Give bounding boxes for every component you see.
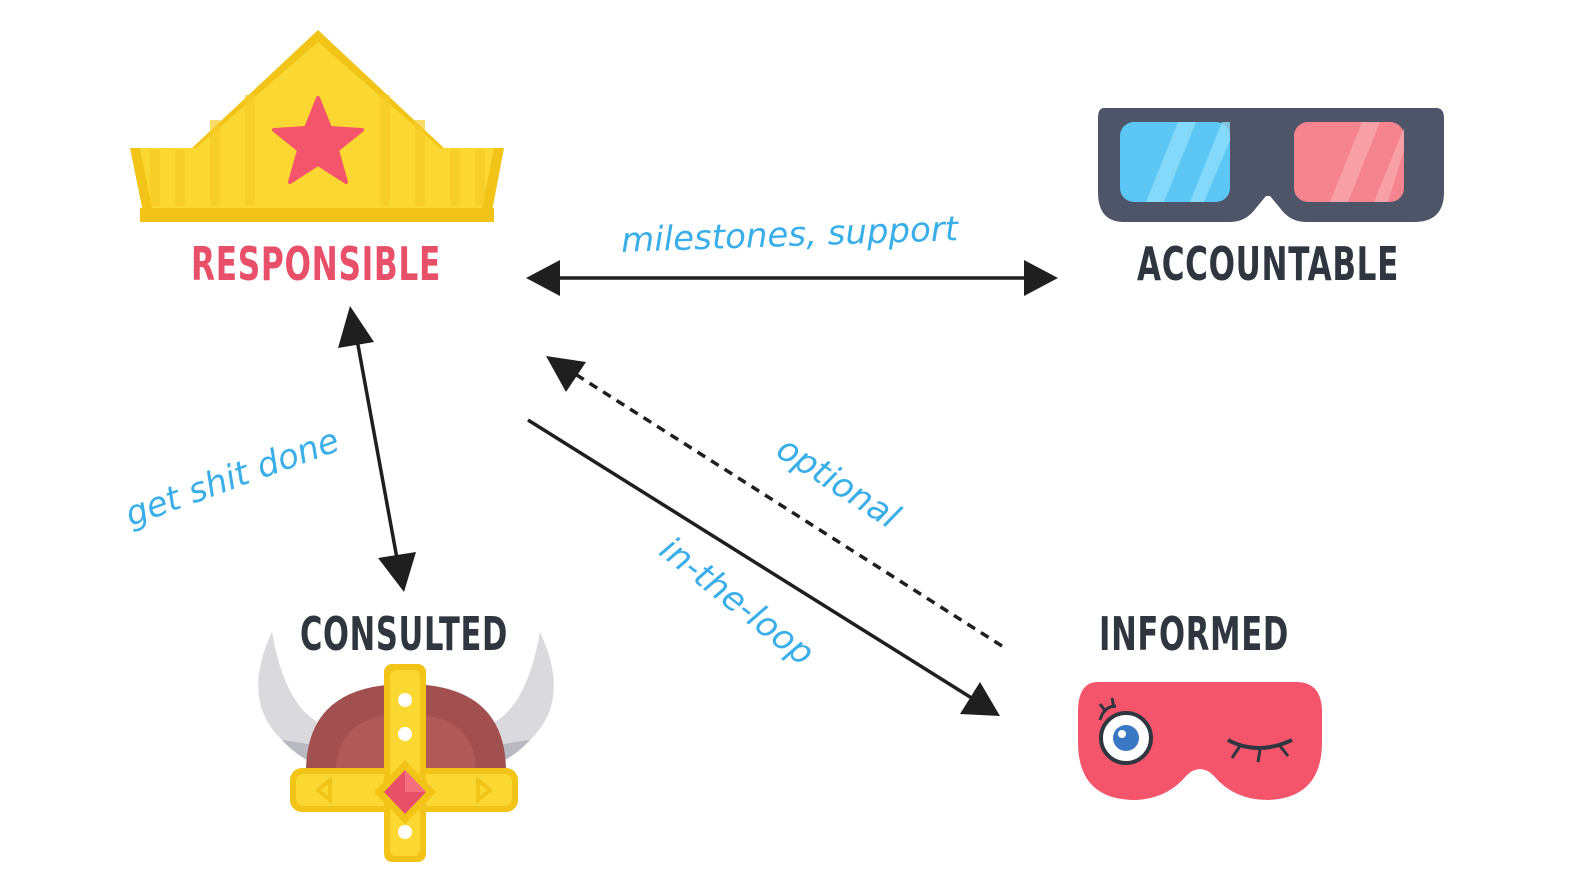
edge-label-get-shit-done: get shit done [120, 421, 344, 535]
viking-helmet-icon [258, 632, 554, 862]
edge-label-milestones: milestones, support [620, 209, 960, 261]
informed-label: INFORMED [1099, 607, 1289, 661]
arrowhead-left [526, 260, 560, 296]
accountable-label: ACCOUNTABLE [1137, 237, 1399, 291]
sleep-mask-icon [1078, 682, 1322, 800]
3d-glasses-icon [1098, 108, 1444, 222]
consulted-label: CONSULTED [300, 607, 508, 661]
edge-responsible-informed [527, 418, 979, 704]
arrowhead-right [1024, 260, 1058, 296]
responsible-label: RESPONSIBLE [191, 237, 441, 291]
edge-informed-responsible [571, 370, 1003, 648]
arrowhead-up [338, 306, 374, 348]
arrowhead-dashed [546, 356, 586, 392]
crown-icon [130, 30, 504, 222]
edge-label-optional: optional [769, 428, 907, 537]
edge-responsible-consulted [354, 333, 400, 565]
arrowhead-down [378, 552, 416, 592]
arrowhead-informed [960, 682, 1000, 716]
